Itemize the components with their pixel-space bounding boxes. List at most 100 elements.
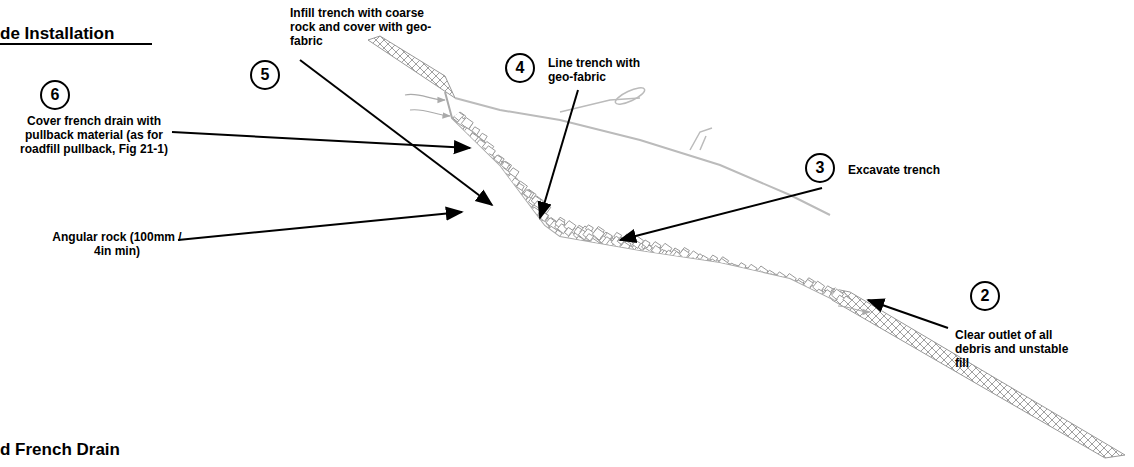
rock: [735, 270, 745, 280]
callout-number: 6: [51, 87, 60, 103]
callout-number: 4: [516, 60, 525, 76]
rock: [756, 273, 766, 283]
rock: [683, 260, 693, 270]
rock: [743, 273, 751, 281]
callout-circle: 5: [250, 60, 280, 90]
rock: [778, 278, 790, 290]
rock: [757, 271, 765, 279]
rock: [777, 282, 787, 292]
callout-circle: 2: [970, 281, 1000, 311]
callout-text: Cover french drain with pullback materia…: [8, 114, 180, 156]
rock: [707, 259, 719, 271]
rock: [763, 280, 771, 288]
rock: [690, 264, 698, 272]
rock: [478, 149, 486, 157]
rock: [711, 270, 719, 278]
trench-outline: [445, 92, 835, 300]
rock: [798, 288, 808, 298]
rock: [784, 286, 792, 294]
rock: [787, 279, 795, 287]
title-underline: [0, 43, 152, 45]
rock: [513, 187, 523, 197]
rock: [784, 274, 796, 286]
callout-circle: 6: [40, 80, 70, 110]
leader-line: [172, 132, 470, 148]
callout-number: 2: [981, 288, 990, 304]
rock: [722, 267, 730, 275]
rock: [641, 248, 651, 258]
rock: [753, 271, 761, 279]
section-heading: d French Drain: [0, 440, 180, 459]
slope-band: [368, 36, 455, 98]
stump: [690, 128, 712, 150]
rock: [701, 261, 709, 269]
leader-line: [620, 188, 822, 240]
rock: [774, 277, 782, 285]
rock: [524, 190, 532, 198]
rock: [794, 280, 804, 290]
rock: [714, 264, 724, 274]
rock: [728, 265, 738, 275]
log: [613, 85, 646, 108]
callout-circle: 3: [805, 153, 835, 183]
rock: [494, 155, 502, 163]
rock: [766, 273, 776, 283]
rock: [498, 168, 510, 180]
rock: [805, 292, 813, 300]
flow-arrow: [410, 110, 450, 116]
callout-text: Line trench with geo-fabric: [548, 56, 658, 84]
rock-fill: [446, 105, 853, 308]
leader-line: [540, 90, 578, 218]
rock: [446, 105, 454, 113]
rock: [765, 275, 777, 287]
rock: [737, 266, 749, 278]
rock: [843, 287, 853, 297]
callout-text: Infill trench with coarse rock and cover…: [290, 6, 440, 48]
slope-band: [830, 288, 1125, 458]
rock: [693, 258, 703, 268]
rock: [653, 253, 665, 265]
rock: [795, 283, 803, 291]
rock: [522, 203, 532, 213]
rock: [729, 263, 737, 271]
rock: [620, 242, 630, 252]
rock: [705, 262, 717, 274]
rock: [649, 252, 657, 260]
rock: [745, 278, 755, 288]
rock: [756, 266, 768, 278]
rock: [700, 256, 708, 264]
rock: [775, 272, 785, 282]
rock: [486, 154, 494, 162]
rock: [589, 238, 599, 248]
flow-arrow: [838, 306, 870, 312]
rock: [766, 270, 774, 278]
rock: [726, 268, 738, 280]
rock: [710, 255, 718, 263]
rock: [757, 272, 769, 284]
rock: [785, 280, 795, 290]
section-heading: de Installation: [0, 24, 160, 43]
leader-line: [178, 212, 462, 240]
callout-number: 3: [816, 160, 825, 176]
rock: [738, 263, 746, 271]
rock: [747, 271, 755, 279]
rock: [747, 264, 757, 274]
rock: [631, 250, 641, 260]
rock: [491, 161, 503, 173]
rock: [726, 267, 738, 279]
rock: [747, 274, 759, 286]
rock: [787, 279, 797, 289]
rock: [719, 264, 727, 272]
rock: [841, 296, 853, 308]
callout-text: Clear outlet of all debris and unstable …: [955, 328, 1085, 370]
rock: [662, 254, 672, 264]
rock: [505, 183, 515, 193]
rock: [674, 259, 686, 271]
callout-number: 5: [261, 67, 270, 83]
rock: [669, 258, 677, 266]
rock: [488, 163, 498, 173]
leader-line: [300, 60, 492, 205]
flow-arrow: [405, 94, 445, 100]
callout-text: Angular rock (100mm / 4in min): [52, 230, 182, 258]
rock: [679, 249, 689, 259]
